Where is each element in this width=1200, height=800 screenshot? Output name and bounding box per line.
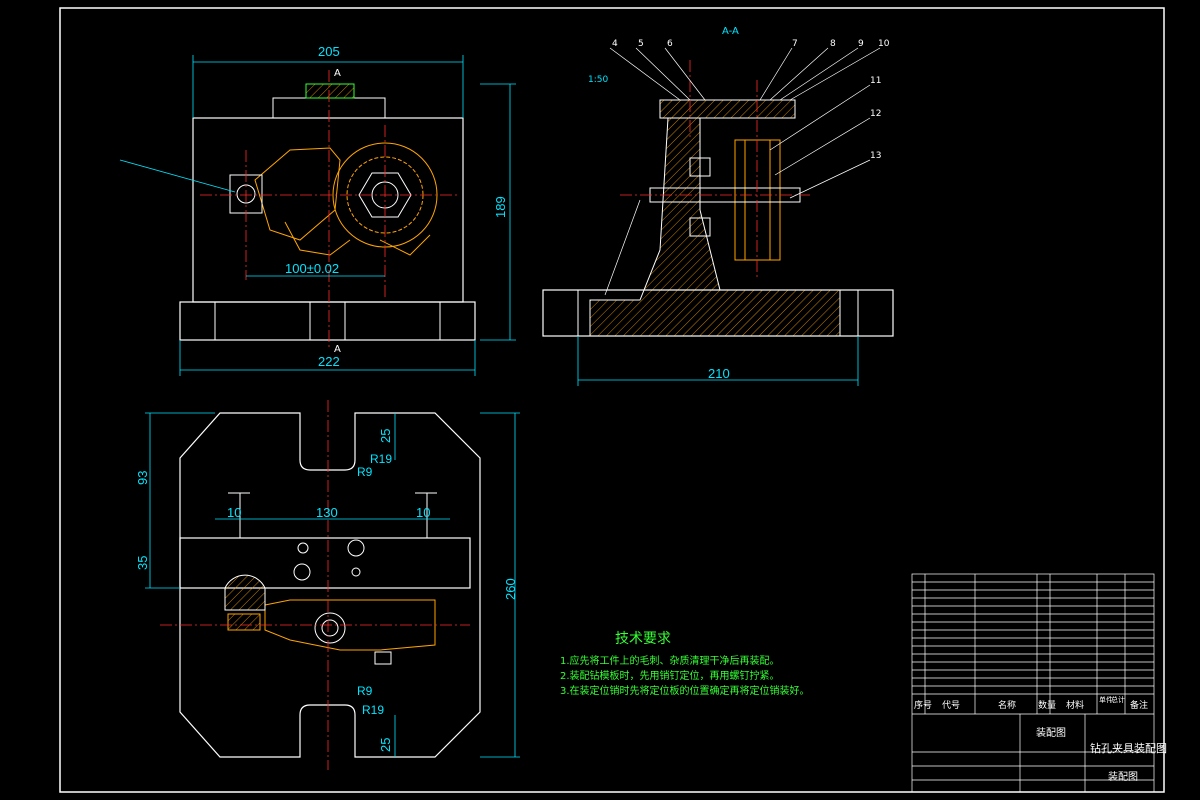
dim-205: 205 — [318, 44, 340, 59]
dim-93: 93 — [135, 471, 150, 485]
dim-r19-bottom: R19 — [362, 703, 384, 717]
callout-5: 5 — [638, 39, 644, 49]
tech-requirements-title: 技术要求 — [615, 631, 671, 647]
dim-10-right: 10 — [416, 505, 430, 520]
col-seq: 序号 — [914, 699, 932, 711]
dim-100: 100±0.02 — [285, 261, 339, 276]
drawing-type: 装配图 — [1036, 726, 1066, 739]
callout-6: 6 — [667, 39, 673, 49]
tech-requirement-1: 1.应先将工件上的毛刺、杂质清理干净后再装配。 — [560, 656, 780, 667]
col-name: 名称 — [998, 699, 1016, 711]
section-mark-a-top: A — [334, 68, 341, 79]
tech-requirements: 技术要求 1.应先将工件上的毛刺、杂质清理干净后再装配。 2.装配钻模板时，先用… — [560, 628, 810, 699]
side-drill-plate — [659, 99, 796, 119]
tech-requirement-2: 2.装配钻模板时，先用销钉定位，再用螺钉拧紧。 — [560, 671, 780, 682]
callout-8: 8 — [830, 39, 836, 49]
col-total: 总计 — [1111, 695, 1125, 704]
workpiece-front — [254, 142, 438, 256]
knurled-nut — [305, 83, 355, 99]
section-view: A-A 210 1:50 — [542, 26, 894, 386]
dim-25-bottom: 25 — [378, 738, 393, 752]
dim-r19-top: R19 — [370, 452, 392, 466]
dim-189: 189 — [493, 196, 508, 218]
scale-note: 1:50 — [588, 75, 608, 85]
dim-r9-bottom: R9 — [357, 684, 373, 698]
col-material: 材料 — [1066, 699, 1084, 711]
section-label: A-A — [722, 26, 739, 37]
dim-25-top: 25 — [378, 429, 393, 443]
callout-13: 13 — [870, 151, 881, 161]
dim-222: 222 — [318, 354, 340, 369]
title-block — [911, 573, 1155, 793]
plan-outline — [179, 412, 481, 758]
plan-view: 260 93 35 25 25 130 10 10 R19 R9 R9 R19 — [135, 400, 520, 770]
callout-12: 12 — [870, 109, 881, 119]
callout-7: 7 — [792, 39, 798, 49]
dim-210: 210 — [708, 366, 730, 381]
callout-10: 10 — [878, 39, 890, 49]
dim-10-left: 10 — [227, 505, 241, 520]
sheet-border — [59, 7, 1165, 793]
col-qty: 数量 — [1038, 699, 1056, 711]
drawing-name: 钻孔夹具装配图 — [1090, 741, 1167, 755]
plan-drill-plate — [179, 537, 471, 589]
dim-r9-top: R9 — [357, 465, 373, 479]
title-block-header: 序号 代号 名称 数量 材料 单件 总计 备注 — [914, 695, 1148, 711]
front-base — [179, 301, 476, 341]
col-code: 代号 — [942, 700, 960, 711]
callout-9: 9 — [858, 39, 864, 49]
workpiece-side — [734, 139, 781, 261]
dim-130: 130 — [316, 505, 338, 520]
side-base — [542, 289, 894, 337]
dim-260: 260 — [503, 578, 518, 600]
dim-35: 35 — [135, 556, 150, 570]
drawing-type-2: 装配图 — [1108, 770, 1138, 783]
section-mark-a-bottom: A — [334, 344, 341, 355]
col-remark: 备注 — [1130, 699, 1148, 711]
workpiece-plan — [227, 599, 436, 651]
tech-requirement-3: 3.在装定位销时先将定位板的位置确定再将定位销装好。 — [560, 686, 810, 697]
callout-4: 4 — [612, 39, 618, 49]
col-unit: 单件 — [1099, 695, 1113, 704]
front-view: 205 222 100±0.02 189 A A — [119, 44, 516, 376]
callout-11: 11 — [870, 76, 881, 86]
